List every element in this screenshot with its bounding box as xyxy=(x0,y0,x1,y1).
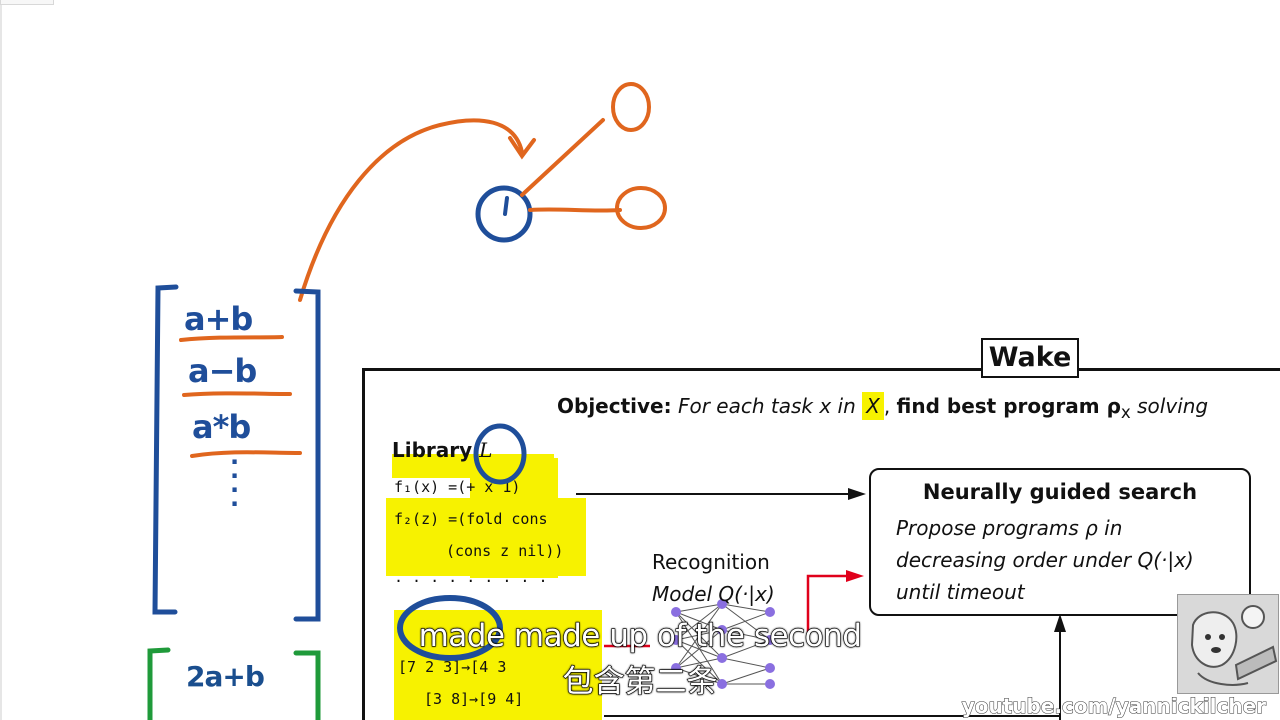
library-highlight-3 xyxy=(386,498,586,576)
subtitle-english: made made up of the second xyxy=(418,617,862,654)
example-io-2: [3 8]→[9 4] xyxy=(424,690,524,708)
channel-watermark: youtube.com/yannickilcher xyxy=(961,694,1266,719)
dog-sketch-icon xyxy=(1190,605,1278,686)
green-right-bracket xyxy=(293,650,321,720)
tree-edge-2 xyxy=(528,207,622,213)
left-bracket xyxy=(152,284,179,615)
neural-search-box: Neurally guided search Propose programs … xyxy=(869,468,1251,616)
corner-tab xyxy=(0,0,54,5)
frame-edge xyxy=(0,0,2,720)
library-title: Library L xyxy=(392,438,493,462)
library-f2-cont: (cons z nil)) xyxy=(446,542,564,560)
search-description: Propose programs ρ in decreasing order u… xyxy=(896,516,1194,604)
wake-label: Wake xyxy=(981,338,1079,378)
library-L-circle xyxy=(473,423,527,485)
handwritten-a-plus-b: a+b xyxy=(184,300,253,338)
neural-net-nodes xyxy=(671,599,775,689)
library-ellipsis: . . . . . . . . . xyxy=(394,568,548,586)
handwritten-2a-plus-b: 2a+b xyxy=(186,660,265,693)
objective-middle: For each task x in xyxy=(677,394,856,418)
tree-child-node-1 xyxy=(611,82,651,132)
objective-tail: solving xyxy=(1137,394,1209,418)
right-bracket xyxy=(293,288,321,622)
example-io-1: [7 2 3]→[4 3 xyxy=(398,658,507,676)
orange-arrowhead xyxy=(508,136,536,160)
examples-circle xyxy=(397,595,503,661)
red-arrowhead xyxy=(846,570,864,582)
underline-3 xyxy=(190,450,302,458)
arrowhead-library xyxy=(848,488,866,500)
handwritten-a-times-b: a*b xyxy=(192,408,251,446)
subtitle-chinese: 包含第二条 xyxy=(562,663,718,700)
arrowhead-up xyxy=(1054,614,1066,632)
tree-edge-1 xyxy=(520,118,605,197)
underline-2 xyxy=(182,391,292,397)
tree-root-node xyxy=(475,185,533,243)
objective-prefix: Objective: xyxy=(557,394,672,418)
search-title: Neurally guided search xyxy=(922,480,1198,504)
recognition-model-label: Recognition Model Q(·|x) xyxy=(652,550,775,606)
library-f1: f₁(x) =(+ x 1) xyxy=(394,478,521,496)
tree-root-mark xyxy=(503,196,509,216)
underline-1 xyxy=(179,335,284,342)
red-arrow-model-to-search xyxy=(806,574,852,640)
green-left-bracket xyxy=(147,647,171,720)
handwritten-a-minus-b: a−b xyxy=(188,352,257,390)
objective-line: Objective: For each task x in X, find be… xyxy=(557,392,1209,422)
library-f2: f₂(z) =(fold cons xyxy=(394,510,548,528)
channel-avatar xyxy=(1177,594,1279,694)
handwritten-vertical-dots: ···· xyxy=(230,448,240,518)
objective-task-set: X xyxy=(862,392,884,420)
tree-child-node-2 xyxy=(615,186,667,230)
orange-curve-arrow xyxy=(298,118,524,302)
neural-net-icon xyxy=(675,603,771,685)
objective-bold: find best program ρ xyxy=(896,394,1121,418)
